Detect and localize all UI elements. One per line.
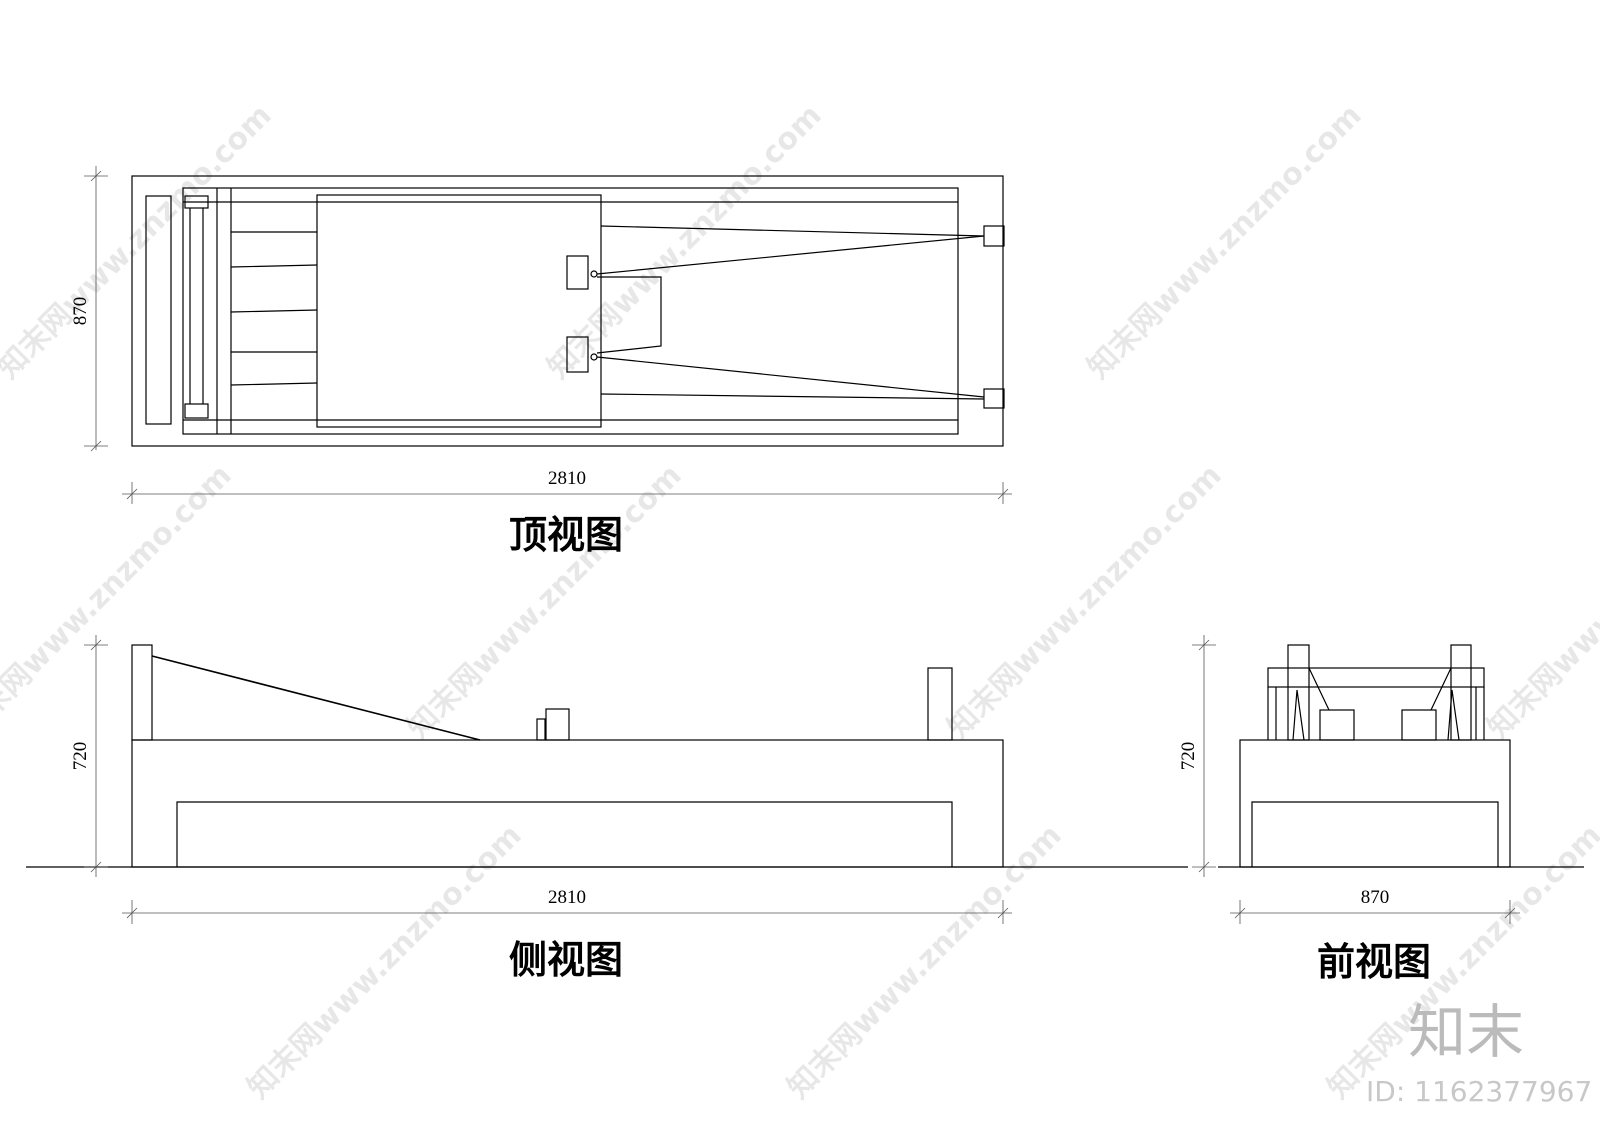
side-view-height-label: 720 xyxy=(70,742,91,771)
top-view-rope xyxy=(600,393,985,400)
image-id-label: ID: 1162377967 xyxy=(1366,1075,1592,1108)
top-view-rope-link xyxy=(596,276,662,354)
side-view: 720 2810 侧视图 xyxy=(26,635,1188,982)
watermark: 知末网www.znzmo.com xyxy=(241,818,529,1106)
front-view-post xyxy=(1450,644,1472,741)
top-view-shoulder-block xyxy=(566,336,589,373)
top-view-roller-block xyxy=(184,195,209,209)
watermark: 知末网www.znzmo.com xyxy=(1481,458,1600,746)
front-view-rope xyxy=(1447,689,1460,741)
front-view-rope xyxy=(1308,667,1330,711)
top-view-pulley xyxy=(590,270,598,278)
dimension-tick xyxy=(1234,907,1246,919)
dimension-tick xyxy=(126,488,138,500)
watermark: 知末网www.znzmo.com xyxy=(0,458,239,746)
top-view-width-label: 2810 xyxy=(548,468,586,489)
front-view: 720 870 前视图 xyxy=(1178,635,1584,984)
top-view-rope xyxy=(600,225,985,237)
side-view-foot-post xyxy=(927,667,953,741)
watermark: 知末网www.znzmo.com xyxy=(941,458,1229,746)
top-view-spring xyxy=(230,264,318,268)
top-view-rope xyxy=(596,235,985,275)
front-view-title: 前视图 xyxy=(1317,939,1431,984)
dimension-tick xyxy=(90,639,102,651)
watermark: 知末网www.znzmo.com xyxy=(781,818,1069,1106)
dimension-tick xyxy=(997,488,1009,500)
side-view-title: 侧视图 xyxy=(509,937,623,982)
top-view-rope xyxy=(596,356,985,398)
front-view-height-label: 720 xyxy=(1178,742,1199,771)
watermark: 知末网www.znzmo.com xyxy=(401,458,689,746)
dimension-tick xyxy=(90,440,102,452)
side-view-base xyxy=(131,739,1004,868)
top-view-shoulder-block xyxy=(566,255,589,290)
side-view-shoulder-block xyxy=(545,708,570,741)
front-view-rope xyxy=(1430,667,1452,711)
side-view-rope xyxy=(151,655,481,741)
front-view-width-label: 870 xyxy=(1361,887,1390,908)
front-view-shoulder-block xyxy=(1319,709,1355,741)
top-view-inner-frame xyxy=(182,187,959,435)
front-view-shoulder-block xyxy=(1401,709,1437,741)
side-view-width-label: 2810 xyxy=(548,887,586,908)
top-view-foot-bar xyxy=(145,195,172,425)
top-view-spring xyxy=(230,382,318,386)
dimension-tick xyxy=(126,907,138,919)
dimension-tick xyxy=(90,861,102,873)
side-view-head-post xyxy=(131,644,153,741)
dimension-tick xyxy=(90,170,102,182)
watermark: 知末网www.znzmo.com xyxy=(541,98,829,386)
front-view-rope xyxy=(1292,689,1305,741)
dimension-tick xyxy=(1198,639,1210,651)
top-view-post xyxy=(983,388,1005,409)
dimension-tick xyxy=(1504,907,1516,919)
top-view: 870 2810 顶视图 xyxy=(70,166,1012,557)
front-view-post xyxy=(1287,644,1310,741)
front-view-base xyxy=(1239,739,1511,868)
brand-corner: 知末 ID: 1162377967 xyxy=(1366,998,1592,1108)
watermark: 知末网www.znzmo.com xyxy=(0,98,279,386)
side-view-shoulder-block xyxy=(536,718,546,741)
watermark: 知末网www.znzmo.com xyxy=(1081,98,1369,386)
top-view-carriage xyxy=(316,194,602,428)
top-view-roller-block xyxy=(184,403,209,419)
top-view-title: 顶视图 xyxy=(509,512,623,557)
top-view-depth-label: 870 xyxy=(70,297,91,326)
brand-logo: 知末 xyxy=(1408,998,1524,1066)
side-view-base-opening xyxy=(176,801,953,867)
dimension-tick xyxy=(997,907,1009,919)
front-view-base-opening xyxy=(1251,801,1499,867)
dimension-tick xyxy=(1198,861,1210,873)
top-view-outer-frame xyxy=(131,175,1004,447)
front-view-crossbar xyxy=(1267,667,1485,688)
top-view-post xyxy=(983,225,1005,247)
top-view-spring xyxy=(230,309,318,313)
